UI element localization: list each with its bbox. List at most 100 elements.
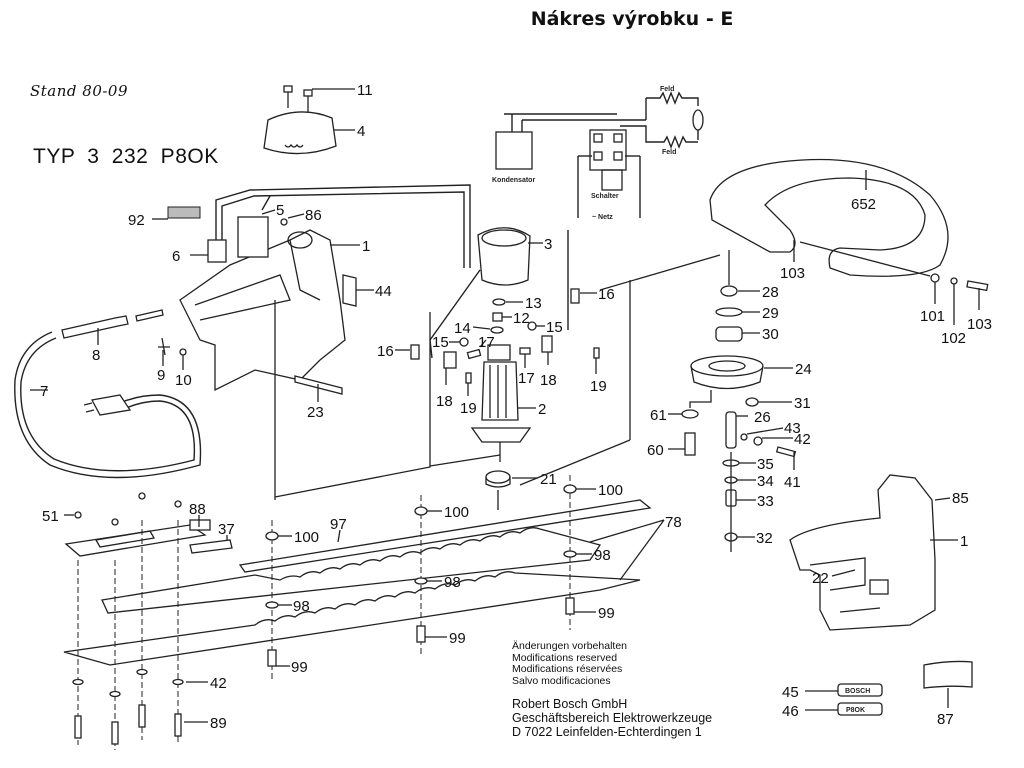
- label-44: 44: [375, 283, 392, 300]
- label-86: 86: [305, 207, 322, 224]
- label-9: 9: [157, 367, 165, 384]
- note-de: Änderungen vorbehalten: [512, 640, 628, 652]
- label-100-right: 100: [598, 482, 623, 499]
- label-98-right: 98: [594, 547, 611, 564]
- label-28: 28: [762, 284, 779, 301]
- label-7: 7: [40, 383, 48, 400]
- part-bearing-21: [485, 470, 511, 484]
- part-blade-plate: [64, 519, 233, 557]
- part-cap-4: [263, 85, 337, 155]
- label-37: 37: [218, 521, 235, 538]
- label-29: 29: [762, 305, 779, 322]
- label-13: 13: [525, 295, 542, 312]
- label-22: 22: [812, 570, 829, 587]
- part-13: [492, 298, 506, 306]
- note-fr: Modifications réservées: [512, 663, 623, 675]
- label-46: 46: [782, 703, 799, 720]
- part-28: [720, 285, 738, 297]
- label-15-left: 15: [432, 334, 449, 351]
- label-12: 12: [513, 310, 530, 327]
- label-89: 89: [210, 715, 227, 732]
- label-23: 23: [307, 404, 324, 421]
- label-85: 85: [952, 490, 969, 507]
- label-schalter: Schalter: [591, 193, 619, 200]
- label-17-right: 17: [518, 370, 535, 387]
- page-title: Nákres výrobku - E: [530, 8, 734, 30]
- badge-model: [837, 702, 883, 716]
- label-42-blade: 42: [210, 675, 227, 692]
- label-6: 6: [172, 248, 180, 265]
- manufacturer-division: Geschäftsbereich Elektrowerkzeuge: [512, 711, 713, 725]
- label-103-bolt: 103: [967, 316, 992, 333]
- label-5: 5: [276, 202, 284, 219]
- note-es: Salvo modificaciones: [512, 674, 611, 687]
- label-netz: ~ Netz: [592, 214, 613, 221]
- part-housing-1: [179, 229, 346, 500]
- label-51: 51: [42, 508, 59, 525]
- wiring-diagram: Kondensator Schalter ~ Netz Feld Feld: [492, 86, 704, 221]
- label-19-left: 19: [460, 400, 477, 417]
- label-41: 41: [784, 474, 801, 491]
- part-26: [725, 411, 737, 449]
- model-type: TYP 3 232 P8OK: [33, 145, 219, 168]
- manufacturer-address: D 7022 Leinfelden-Echterdingen 1: [512, 725, 702, 739]
- part-capacitor-6: [207, 239, 227, 263]
- manufacturer-block: Robert Bosch GmbH Geschäftsbereich Elekt…: [512, 697, 712, 739]
- label-34: 34: [757, 473, 774, 490]
- label-16-right: 16: [598, 286, 615, 303]
- label-11: 11: [357, 82, 373, 99]
- part-blade-lower: [63, 571, 641, 666]
- label-101: 101: [920, 308, 945, 325]
- part-blade-97: [238, 499, 652, 573]
- label-feld-bottom: Feld: [662, 149, 676, 156]
- label-26: 26: [754, 409, 771, 426]
- badge-bosch: [837, 683, 883, 697]
- label-30: 30: [762, 326, 779, 343]
- part-30: [715, 326, 743, 342]
- label-88: 88: [189, 501, 206, 518]
- label-87: 87: [937, 711, 954, 728]
- label-652: 652: [851, 196, 876, 213]
- part-plate-44: [342, 274, 357, 307]
- label-103-handle: 103: [780, 265, 805, 282]
- note-en: Modifications reserved: [512, 651, 618, 664]
- part-armature-2: [470, 344, 532, 462]
- badge-model-text: P8OK: [846, 707, 865, 714]
- label-42-gear: 42: [794, 431, 811, 448]
- part-cable-7: [14, 331, 202, 479]
- label-60: 60: [647, 442, 664, 459]
- label-10: 10: [175, 372, 192, 389]
- fastener-column-right: [563, 475, 577, 630]
- label-32: 32: [756, 530, 773, 547]
- part-handle-652: [709, 158, 949, 277]
- part-sleeve-8: [61, 315, 129, 339]
- part-gear-housing-1: [789, 474, 936, 631]
- label-18-right: 18: [540, 372, 557, 389]
- part-12: [492, 312, 503, 322]
- label-92: 92: [128, 212, 145, 229]
- label-19-right: 19: [590, 378, 607, 395]
- label-43: 43: [784, 420, 801, 437]
- part-29: [715, 307, 743, 317]
- label-99-left: 99: [291, 659, 308, 676]
- part-switch-5: [237, 216, 269, 258]
- label-feld-top: Feld: [660, 86, 674, 93]
- revision-stamp: Stand 80-09: [30, 82, 129, 100]
- label-102: 102: [941, 330, 966, 347]
- label-99-right: 99: [598, 605, 615, 622]
- label-31: 31: [794, 395, 811, 412]
- label-100-middle: 100: [444, 504, 469, 521]
- badge-bosch-text: BOSCH: [845, 688, 870, 695]
- label-97: 97: [330, 516, 347, 533]
- label-16-left: 16: [377, 343, 394, 360]
- label-78: 78: [665, 514, 682, 531]
- part-gear-24: [690, 355, 764, 377]
- label-1-housing: 1: [362, 238, 370, 255]
- label-61: 61: [650, 407, 667, 424]
- label-35: 35: [757, 456, 774, 473]
- part-label-87: [923, 660, 973, 689]
- label-2: 2: [538, 401, 546, 418]
- fastener-column-left: [265, 520, 279, 680]
- modification-notes: Änderungen vorbehalten Modifications res…: [512, 640, 628, 687]
